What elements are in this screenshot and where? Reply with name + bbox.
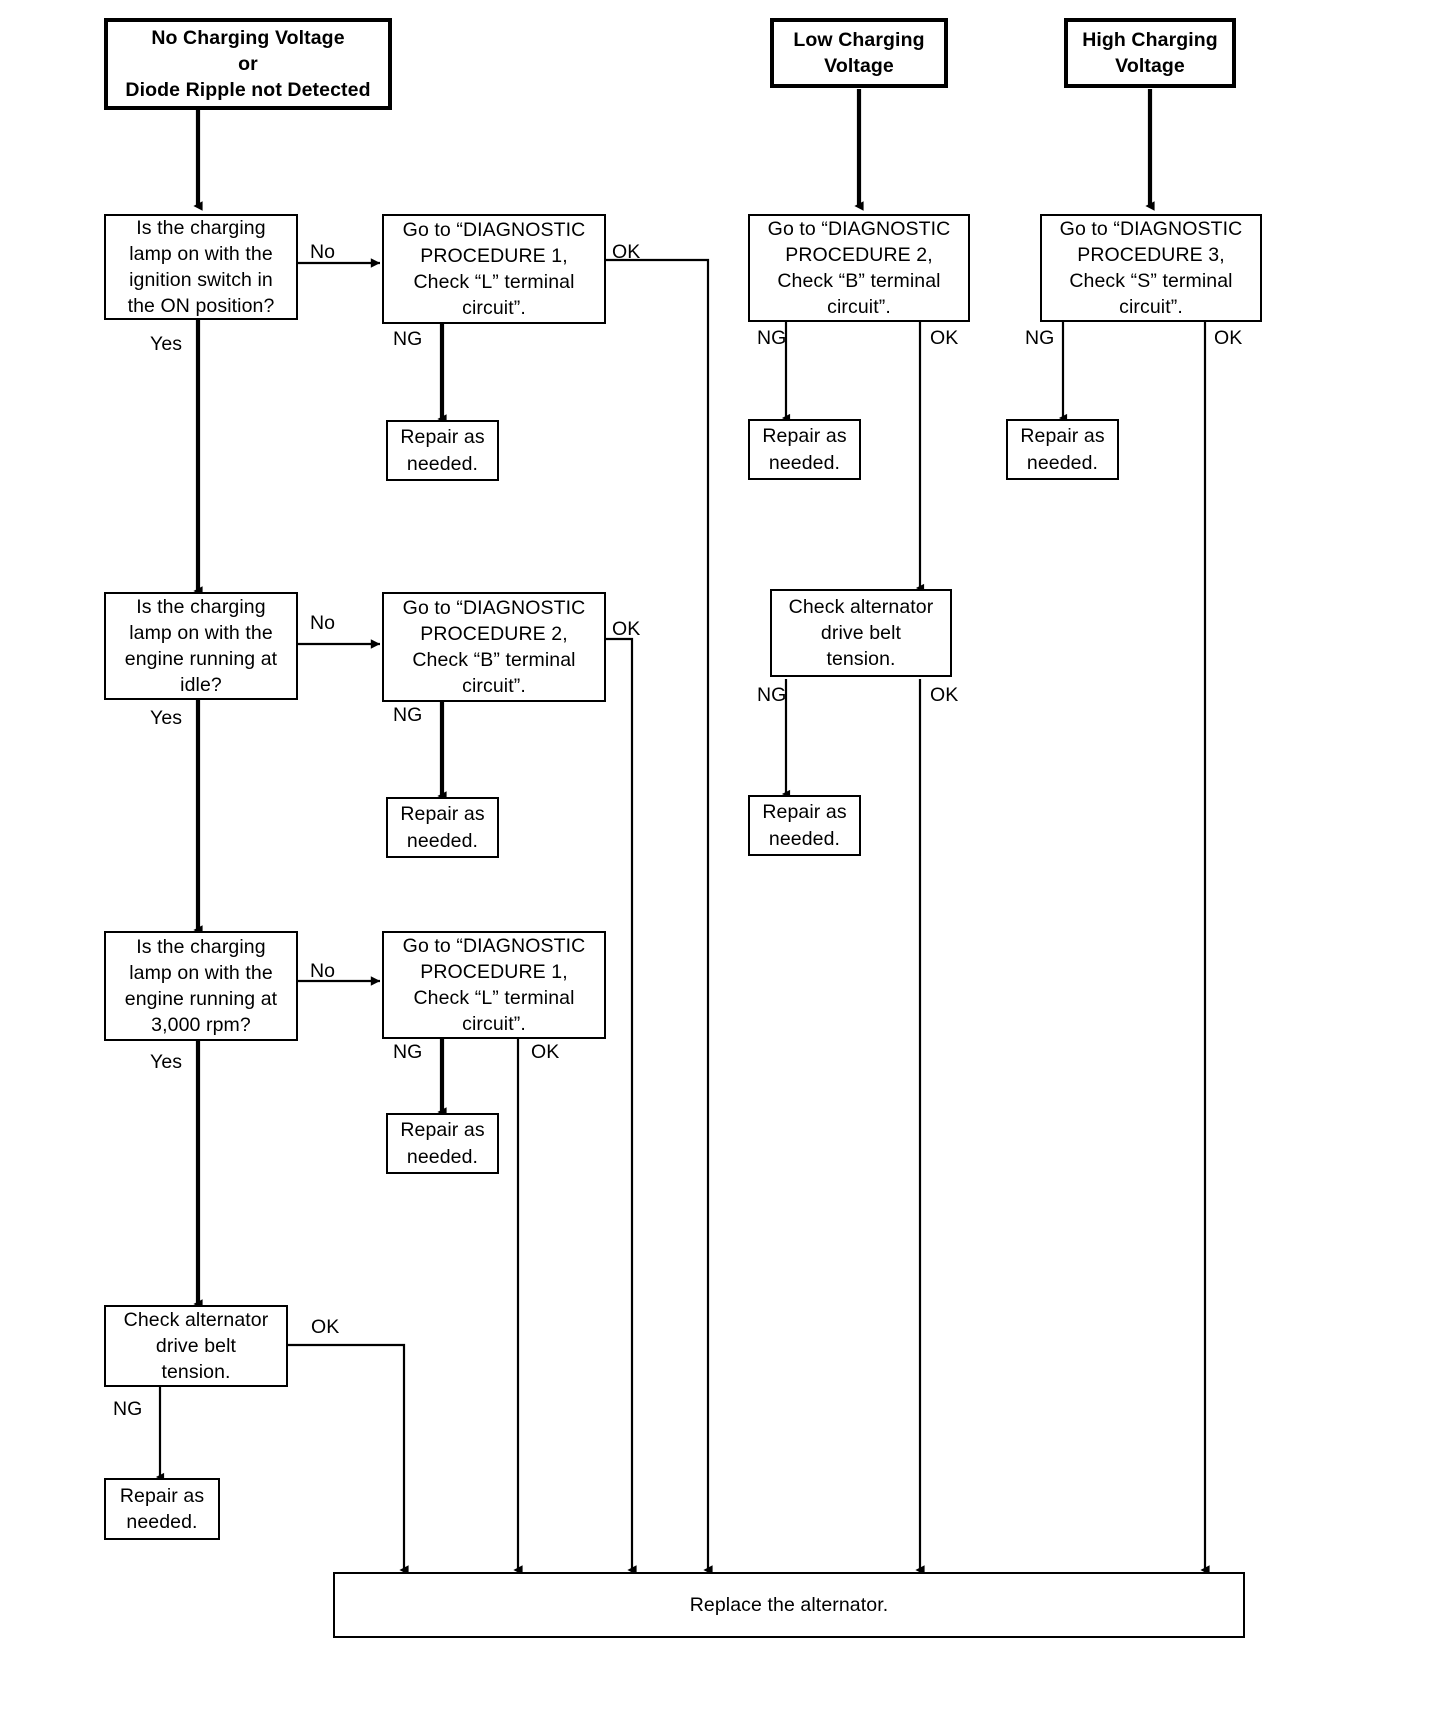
edge-label-proc1a-ok: OK — [612, 241, 641, 263]
edge-label-q2-no: No — [310, 612, 336, 634]
node-procedure-2-b-terminal-a: Go to “DIAGNOSTIC PROCEDURE 2, Check “B”… — [382, 592, 606, 702]
edge-label-q3-no: No — [310, 960, 336, 982]
edge-label-q3-yes: Yes — [150, 1051, 183, 1073]
edge-label-proc2a-ok: OK — [612, 618, 641, 640]
edge-label-q1-yes: Yes — [150, 333, 183, 355]
node-repair-as-needed-1: Repair as needed. — [386, 420, 499, 481]
node-procedure-2-b-terminal-b: Go to “DIAGNOSTIC PROCEDURE 2, Check “B”… — [748, 214, 970, 322]
node-question-ignition-on: Is the charging lamp on with the ignitio… — [104, 214, 298, 320]
node-repair-as-needed-4: Repair as needed. — [748, 795, 861, 856]
node-procedure-1-l-terminal-b: Go to “DIAGNOSTIC PROCEDURE 1, Check “L”… — [382, 931, 606, 1039]
edge-label-belt-mid-ok: OK — [930, 684, 959, 706]
node-start-high-charging: High Charging Voltage — [1064, 18, 1236, 88]
node-repair-as-needed-6: Repair as needed. — [104, 1478, 220, 1540]
edge-label-proc1b-ng: NG — [393, 1041, 423, 1063]
node-question-engine-3000rpm: Is the charging lamp on with the engine … — [104, 931, 298, 1041]
edge-label-q2-yes: Yes — [150, 707, 183, 729]
node-repair-as-needed-7: Repair as needed. — [1006, 419, 1119, 480]
edge-label-belt-left-ng: NG — [113, 1398, 143, 1420]
node-repair-as-needed-5: Repair as needed. — [386, 1113, 499, 1174]
node-replace-alternator: Replace the alternator. — [333, 1572, 1245, 1638]
edge-label-q1-no: No — [310, 241, 336, 263]
edge-label-proc2b-ng: NG — [757, 327, 787, 349]
edge-label-proc2a-ng: NG — [393, 704, 423, 726]
edge-label-proc3-ng: NG — [1025, 327, 1055, 349]
edge-label-proc1a-ng: NG — [393, 328, 423, 350]
edge-label-belt-mid-ng: NG — [757, 684, 787, 706]
node-question-engine-idle: Is the charging lamp on with the engine … — [104, 592, 298, 700]
edge-label-belt-left-ok: OK — [311, 1316, 340, 1338]
node-repair-as-needed-3: Repair as needed. — [386, 797, 499, 858]
node-start-low-charging: Low Charging Voltage — [770, 18, 948, 88]
node-procedure-3-s-terminal: Go to “DIAGNOSTIC PROCEDURE 3, Check “S”… — [1040, 214, 1262, 322]
edge-label-proc1b-ok: OK — [531, 1041, 560, 1063]
node-start-no-charging: No Charging Voltage or Diode Ripple not … — [104, 18, 392, 110]
edge-label-proc2b-ok: OK — [930, 327, 959, 349]
edge-label-proc3-ok: OK — [1214, 327, 1243, 349]
node-check-belt-tension-middle: Check alternator drive belt tension. — [770, 589, 952, 677]
node-repair-as-needed-2: Repair as needed. — [748, 419, 861, 480]
node-procedure-1-l-terminal-a: Go to “DIAGNOSTIC PROCEDURE 1, Check “L”… — [382, 214, 606, 324]
node-check-belt-tension-left: Check alternator drive belt tension. — [104, 1305, 288, 1387]
